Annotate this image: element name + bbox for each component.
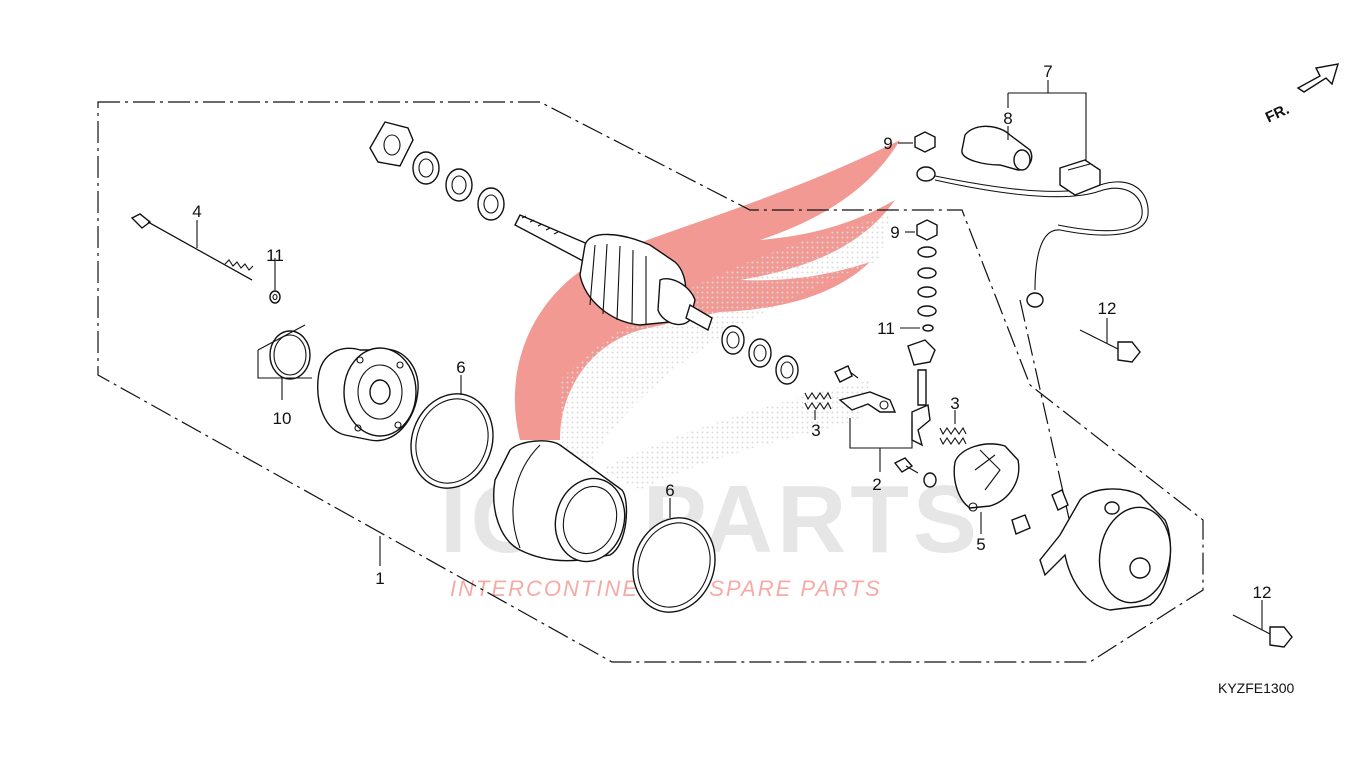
diagram-code: KYZFE1300: [1218, 680, 1294, 696]
callout-6-lower: 6: [665, 481, 674, 500]
part-lock-plate: [369, 121, 414, 167]
part-terminal-washer-stack: [917, 246, 937, 332]
part-armature-washer-1: [721, 325, 745, 355]
part-brush-terminal-right: [911, 369, 931, 447]
part-front-cover: [317, 347, 419, 442]
part-brush-holder: [953, 443, 1020, 512]
direction-indicator: FR.: [1263, 63, 1339, 127]
part-rear-bolt-upper: [1079, 329, 1141, 363]
watermark-wing-dots: [560, 215, 890, 470]
callout-9-upper: 9: [883, 134, 892, 153]
direction-arrow-icon: [1296, 63, 1339, 93]
watermark-wing-dots-2: [600, 380, 870, 490]
part-starter-cable: [916, 159, 1149, 308]
part-gasket-ring-1: [410, 393, 494, 489]
part-terminal-washer-small: [923, 472, 937, 488]
part-terminal-boot: [961, 125, 1033, 171]
part-armature-washer-2: [748, 338, 772, 368]
part-o-ring-small: [269, 330, 311, 380]
part-brush-terminal-left: [838, 391, 897, 413]
callout-6-upper: 6: [456, 358, 465, 377]
part-terminal-bolt-small: [893, 457, 919, 474]
direction-label: FR.: [1263, 101, 1292, 127]
part-terminal-nut: [916, 219, 938, 241]
watermark-wing-logo: [514, 140, 900, 490]
assembly-outline-main: [97, 101, 1204, 663]
callout-labels: 1 2 3 3 4 5 6 6 7 8 9 9 10 11 11 12 12: [192, 62, 1271, 602]
callout-11-right: 11: [877, 319, 895, 338]
part-brush-spring-left: [804, 391, 832, 411]
part-brush-plate-small: [1011, 514, 1031, 535]
part-rear-cover: [1039, 488, 1172, 611]
part-rear-bolt-lower: [1232, 614, 1293, 648]
leader-lines: [196, 80, 1263, 630]
part-thrust-washer-2: [445, 168, 473, 202]
part-thrust-washer-3: [477, 187, 505, 221]
part-terminal-bracket: [907, 339, 936, 366]
part-gasket-ring-2: [632, 517, 716, 613]
callout-10: 10: [273, 409, 292, 428]
part-motor-case: [493, 440, 628, 563]
callout-11-left: 11: [266, 246, 284, 265]
part-long-bolt: [130, 213, 254, 281]
callout-12-upper: 12: [1098, 299, 1117, 318]
callout-8: 8: [1003, 109, 1012, 128]
part-small-screw-1: [834, 365, 859, 383]
callout-5: 5: [976, 535, 985, 554]
part-small-washer: [269, 290, 281, 304]
part-thrust-washer-1: [412, 151, 440, 185]
part-armature: [514, 214, 713, 332]
part-cable-nut: [914, 131, 936, 153]
callout-7: 7: [1043, 62, 1052, 81]
callout-2: 2: [872, 475, 881, 494]
part-armature-washer-3: [775, 355, 799, 385]
callout-3-right: 3: [950, 394, 959, 413]
callout-1: 1: [375, 569, 384, 588]
callout-9-lower: 9: [890, 223, 899, 242]
callout-4: 4: [192, 202, 201, 221]
part-brush-spring-right: [939, 426, 967, 446]
callout-12-lower: 12: [1253, 583, 1272, 602]
callout-3-left: 3: [811, 421, 820, 440]
